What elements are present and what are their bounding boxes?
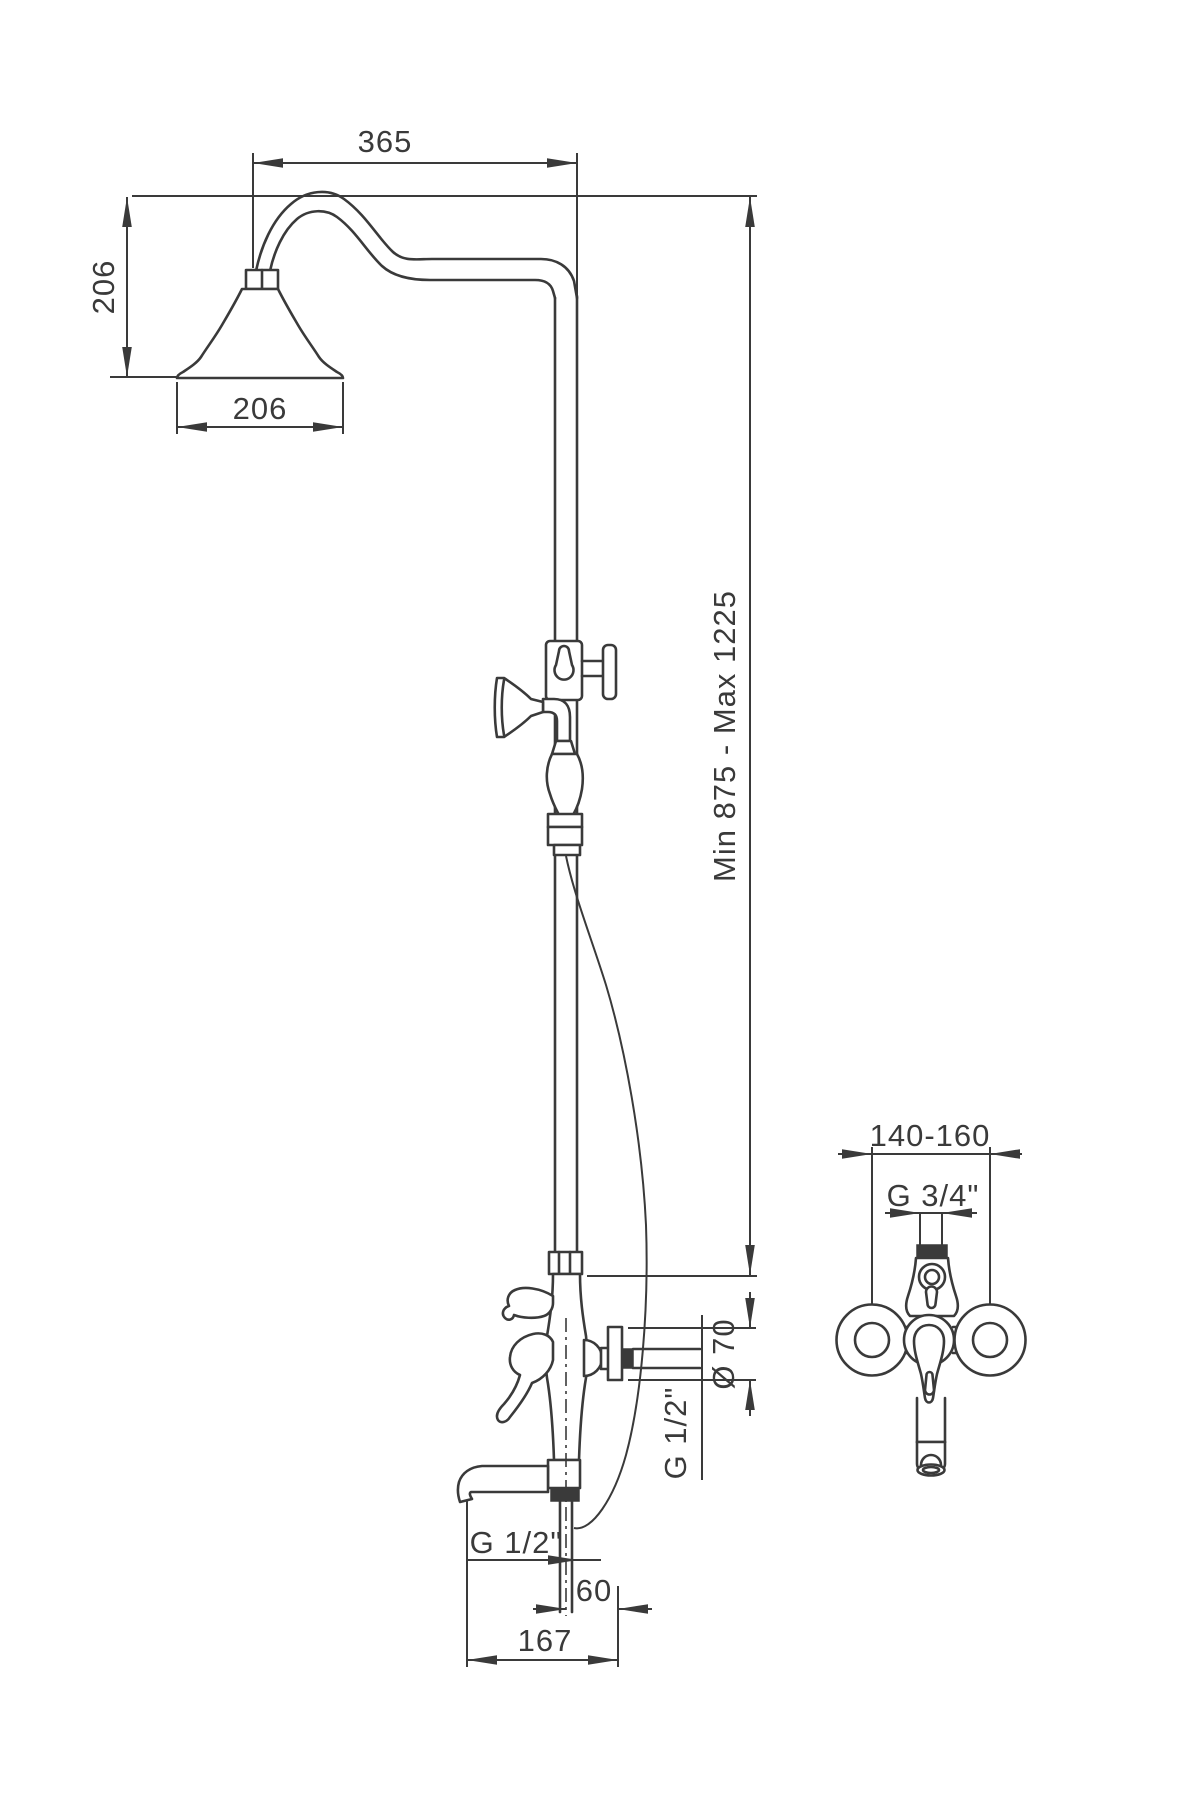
flange-inner-circle bbox=[971, 1321, 1009, 1359]
spout-black-band bbox=[550, 1487, 580, 1502]
column-coupling-nut bbox=[547, 1250, 584, 1276]
dim-text-spout-offset: 60 bbox=[576, 1573, 612, 1608]
wall-nipple-nut bbox=[621, 1348, 634, 1369]
hand-shower-grip bbox=[545, 752, 585, 817]
wall-connection bbox=[582, 1325, 702, 1382]
cone-rim-line bbox=[500, 678, 506, 737]
handle-collar bbox=[550, 739, 577, 756]
spout-junction-nut bbox=[546, 1458, 582, 1490]
handle-bar bbox=[601, 643, 618, 701]
dim-top-thread: G 3/4" bbox=[885, 1178, 980, 1246]
front-lever-handle bbox=[912, 1323, 946, 1404]
shower-head bbox=[175, 268, 345, 380]
dim-text-inlet-spacing: 140-160 bbox=[870, 1118, 991, 1153]
keyhole-icon bbox=[553, 644, 575, 681]
mixer-lever bbox=[495, 1332, 555, 1424]
label-hose-outlet-thread: G 1/2" bbox=[468, 1525, 601, 1565]
dim-text-arm-reach: 365 bbox=[358, 124, 413, 159]
front-diverter-knob-inner bbox=[923, 1268, 941, 1286]
front-view: 140-160 G 3/4" bbox=[835, 1118, 1027, 1477]
dim-flange-diameter: Ø 70 bbox=[628, 1292, 756, 1416]
wall-bracket bbox=[544, 639, 584, 702]
label-text-hose-outlet-thread: G 1/2" bbox=[470, 1525, 563, 1560]
front-flange-right bbox=[953, 1303, 1027, 1377]
hose-nut-collar bbox=[546, 812, 584, 829]
shower-arm bbox=[254, 190, 579, 300]
front-top-connector bbox=[916, 1244, 948, 1259]
arm-inner-line bbox=[268, 209, 557, 300]
label-text-wall-thread: G 1/2" bbox=[658, 1387, 693, 1480]
wall-escutcheon bbox=[606, 1325, 624, 1382]
hose-nut bbox=[546, 825, 584, 847]
dim-text-top-thread: G 3/4" bbox=[887, 1178, 980, 1213]
tub-spout bbox=[456, 1458, 582, 1504]
front-flange-left bbox=[835, 1303, 909, 1377]
dim-head-width: 206 bbox=[176, 382, 344, 434]
dim-text-spout-reach: 167 bbox=[518, 1623, 573, 1658]
front-lever-tip-detail bbox=[923, 1370, 936, 1396]
bell-outline bbox=[175, 287, 345, 380]
main-view: 206 bbox=[175, 190, 702, 1616]
front-spout-dome bbox=[919, 1453, 943, 1467]
label-wall-thread: G 1/2" bbox=[658, 1315, 703, 1480]
arm-outer-line bbox=[254, 190, 579, 300]
dim-text-column-range: Min 875 - Max 1225 bbox=[707, 590, 742, 882]
dim-text-head-width: 206 bbox=[233, 391, 288, 426]
dim-text-head-height: 206 bbox=[86, 260, 121, 315]
front-keyhole-icon bbox=[924, 1285, 939, 1310]
diverter-cross-handle bbox=[580, 643, 618, 701]
shower-hose bbox=[565, 855, 648, 1530]
dim-spout-offset: 60 bbox=[533, 1573, 652, 1667]
front-spout-mouth-inner bbox=[921, 1465, 941, 1475]
flange-inner-circle bbox=[853, 1321, 891, 1359]
hand-shower-cone bbox=[493, 676, 545, 739]
dim-inlet-spacing: 140-160 bbox=[838, 1118, 1022, 1312]
dim-text-flange-diameter: Ø 70 bbox=[706, 1318, 741, 1389]
front-lever bbox=[902, 1313, 956, 1404]
front-spout bbox=[915, 1396, 947, 1477]
valve-bulge bbox=[582, 1338, 604, 1378]
diverter-lever bbox=[501, 1286, 555, 1321]
spout-outline bbox=[456, 1464, 550, 1504]
dim-column-range: Min 875 - Max 1225 bbox=[587, 197, 757, 1277]
dim-head-height: 206 bbox=[86, 197, 205, 378]
holder-elbow bbox=[541, 697, 572, 743]
dim-arm-reach: 365 bbox=[252, 124, 578, 296]
hose-nut-tail bbox=[552, 843, 582, 857]
hand-shower bbox=[493, 676, 585, 857]
dim-spout-reach: 167 bbox=[466, 1500, 618, 1667]
